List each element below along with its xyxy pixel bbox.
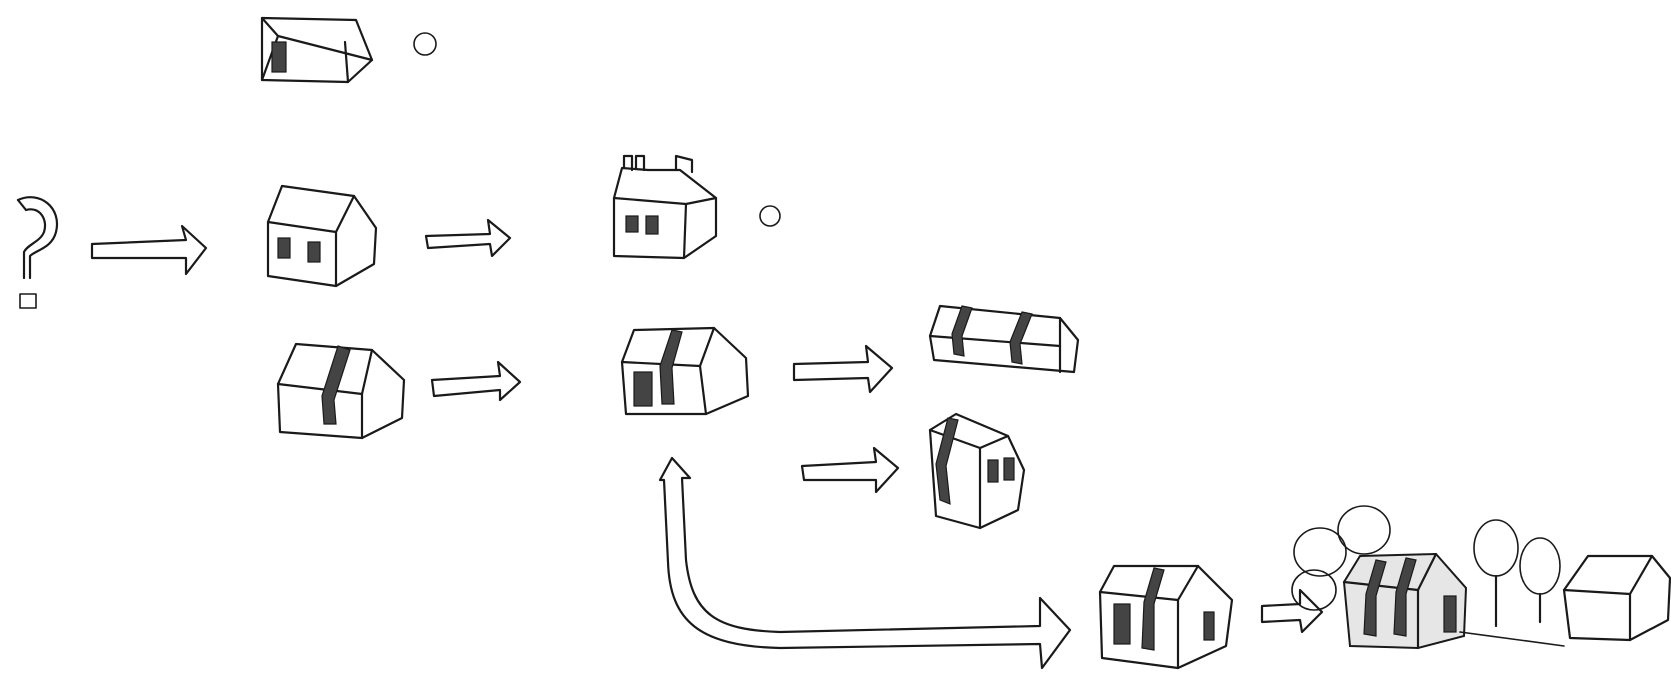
gable-house-dormer-strip: [276, 342, 406, 440]
gable-house-two-windows: [266, 184, 378, 288]
small-circle-marker: [759, 205, 781, 227]
window-icon: [271, 41, 287, 73]
arrow-right-icon: [424, 218, 512, 258]
arrow-right-icon: [1260, 588, 1324, 634]
arrow-right-icon: [792, 344, 894, 394]
small-circle-marker: [413, 32, 437, 56]
ground-line: [1459, 631, 1565, 647]
curved-arrow-icon: [658, 456, 1072, 670]
tree-icon: [1291, 505, 1391, 611]
long-terrace-house: [928, 304, 1080, 374]
plain-gable-house: [1562, 554, 1671, 642]
flat-roof-house: [260, 16, 374, 84]
rotated-gable-house: [928, 412, 1026, 530]
arrow-right-icon: [430, 360, 522, 402]
gable-house-side-window: [1098, 564, 1234, 670]
arrow-right-icon: [800, 446, 900, 494]
question-mark-icon: [16, 196, 59, 309]
arrow-right-icon: [90, 224, 208, 276]
textured-house: [1342, 552, 1468, 650]
gable-house-double-dormer: [620, 326, 750, 416]
tree-icon: [1473, 519, 1519, 628]
gable-house-chimneys: [612, 154, 718, 260]
tree-icon: [1519, 537, 1561, 624]
